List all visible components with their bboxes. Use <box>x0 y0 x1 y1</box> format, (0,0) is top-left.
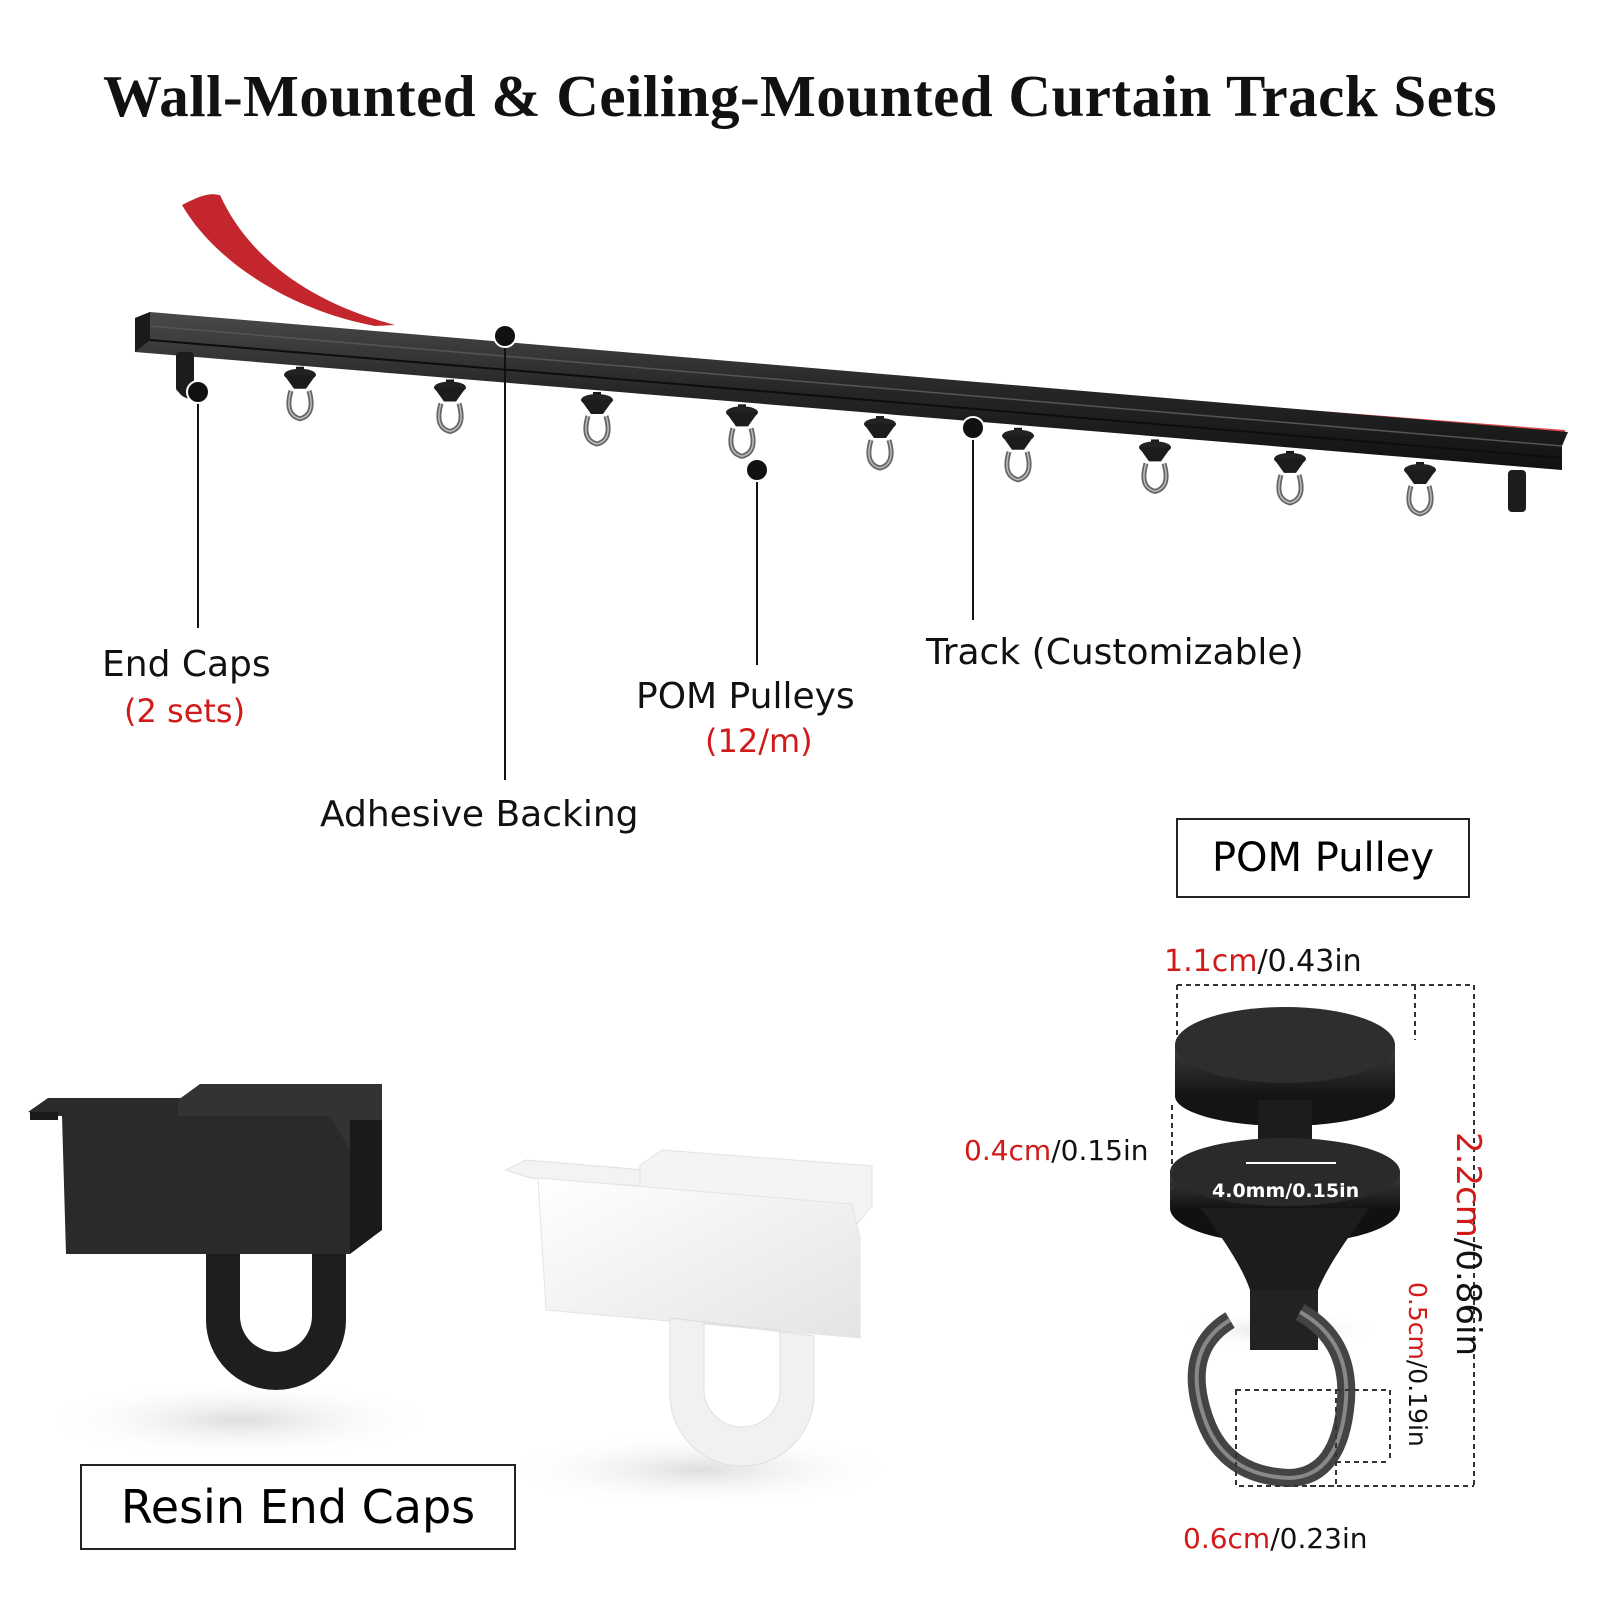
ring-width-dimension: 0.6cm/0.23in <box>1183 1522 1368 1555</box>
neck-diameter-dimension: 4.0mm/0.15in <box>1212 1180 1360 1202</box>
pulley-icon <box>864 416 896 471</box>
pulley-icon <box>284 366 316 422</box>
top-width-dimension: 1.1cm/0.43in <box>1164 944 1362 979</box>
total-height-dimension: 2.2cm/0.86in <box>1448 1132 1488 1357</box>
white-end-cap-icon <box>504 1149 873 1467</box>
dimension-guides <box>1171 984 1475 1487</box>
resin-end-caps-box: Resin End Caps <box>80 1464 516 1550</box>
pulley-icon <box>726 404 758 459</box>
ring-height-dimension: 0.5cm/0.19in <box>1403 1282 1432 1447</box>
neck-height-dimension: 0.4cm/0.15in <box>964 1134 1149 1167</box>
callout-dots <box>186 324 985 482</box>
track-label: Track (Customizable) <box>926 632 1304 673</box>
pulley-row <box>284 366 1436 517</box>
pom-pulley-large-icon <box>1170 1007 1400 1488</box>
end-cap-right-icon <box>1508 470 1526 512</box>
adhesive-tape <box>182 194 395 326</box>
pulley-icon <box>1404 461 1436 517</box>
pulley-icon <box>1139 439 1171 495</box>
adhesive-backing-label: Adhesive Backing <box>320 794 639 835</box>
pulley-icon <box>1002 427 1034 483</box>
end-caps-note: (2 sets) <box>124 692 246 730</box>
pulley-icon <box>581 391 613 447</box>
end-caps-label: End Caps <box>102 644 271 685</box>
black-end-cap-icon <box>28 1084 382 1390</box>
pulley-icon <box>1274 450 1306 506</box>
pulley-icon <box>434 379 466 435</box>
pom-pulley-box: POM Pulley <box>1176 818 1470 898</box>
pom-pulleys-label: POM Pulleys <box>636 676 855 717</box>
pom-pulleys-note: (12/m) <box>705 722 813 760</box>
page-title: Wall-Mounted & Ceiling-Mounted Curtain T… <box>102 63 1498 129</box>
callout-lines <box>197 336 974 780</box>
track-rail <box>135 312 1568 470</box>
